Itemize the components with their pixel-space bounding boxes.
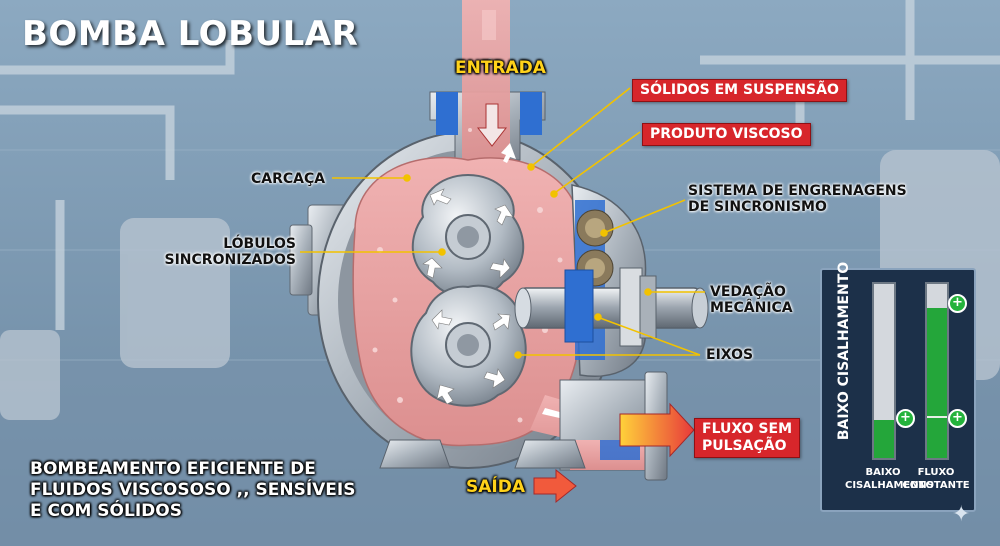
- gauge-vertical-label: BAIXO CISALHAMENTO: [833, 262, 855, 440]
- gauge-fluxo-fill: [927, 308, 947, 458]
- footer-line1: BOMBEAMENTO EFICIENTE DE: [30, 459, 316, 479]
- gauge-cisalhamento: [872, 282, 896, 460]
- plus-icon: +: [948, 409, 967, 428]
- page-title: BOMBA LOBULAR: [22, 14, 359, 54]
- tag-solidos-em-suspensao: SÓLIDOS EM SUSPENSÃO: [632, 79, 847, 102]
- label-engrenagens-line1: SISTEMA DE ENGRENAGENS: [688, 183, 907, 199]
- label-engrenagens-line2: DE SINCRONISMO: [688, 199, 827, 215]
- gauge-cap1-line1: BAIXO: [865, 467, 901, 478]
- gauge-fluxo-constante: [925, 282, 949, 460]
- label-vedacao-mecanica: VEDAÇÃO MECÂNICA: [710, 284, 793, 316]
- gauge-vertical-text: BAIXO CISALHAMENTO: [836, 261, 853, 441]
- gauge-cap2-line2: CONSTANTE: [902, 480, 970, 491]
- tag-fluxo-sem-pulsacao: FLUXO SEM PULSAÇÃO: [694, 418, 801, 458]
- gauge-cisalhamento-fill: [874, 419, 894, 458]
- label-entrada: ENTRADA: [455, 58, 546, 78]
- tag-produto-viscoso: PRODUTO VISCOSO: [642, 123, 811, 146]
- label-saida: SAÍDA: [466, 477, 525, 497]
- footer-caption: BOMBEAMENTO EFICIENTE DE FLUIDOS VISCOSO…: [30, 459, 355, 522]
- label-lobulos-line2: SINCRONIZADOS: [164, 252, 296, 268]
- tag-fluxo-line2: PULSAÇÃO: [702, 438, 787, 454]
- label-carcaca: CARCAÇA: [251, 171, 326, 187]
- gauge-caption-cisalhamento: BAIXO CISALHAMENTO: [845, 466, 934, 492]
- label-sistema-engrenagens: SISTEMA DE ENGRENAGENS DE SINCRONISMO: [688, 183, 907, 215]
- gauge-fluxo-marker: [927, 416, 947, 418]
- label-vedacao-line1: VEDAÇÃO: [710, 284, 786, 300]
- tag-fluxo-line1: FLUXO SEM: [702, 421, 793, 437]
- plus-icon: +: [948, 294, 967, 313]
- plus-icon: +: [896, 409, 915, 428]
- label-eixos: EIXOS: [706, 347, 754, 363]
- gauge-cap2-line1: FLUXO: [917, 467, 955, 478]
- label-lobulos: LÓBULOS SINCRONIZADOS: [160, 236, 296, 268]
- gauge-caption-fluxo: FLUXO CONSTANTE: [898, 466, 974, 492]
- sparkle-icon: ✦: [952, 502, 971, 527]
- footer-line2: FLUIDOS VISCOSOSO ,, SENSÍVEIS: [30, 480, 356, 500]
- label-vedacao-line2: MECÂNICA: [710, 300, 793, 316]
- gauge-cap1-line2: CISALHAMENTO: [845, 480, 934, 491]
- label-lobulos-line1: LÓBULOS: [223, 236, 296, 252]
- footer-line3: E COM SÓLIDOS: [30, 501, 182, 521]
